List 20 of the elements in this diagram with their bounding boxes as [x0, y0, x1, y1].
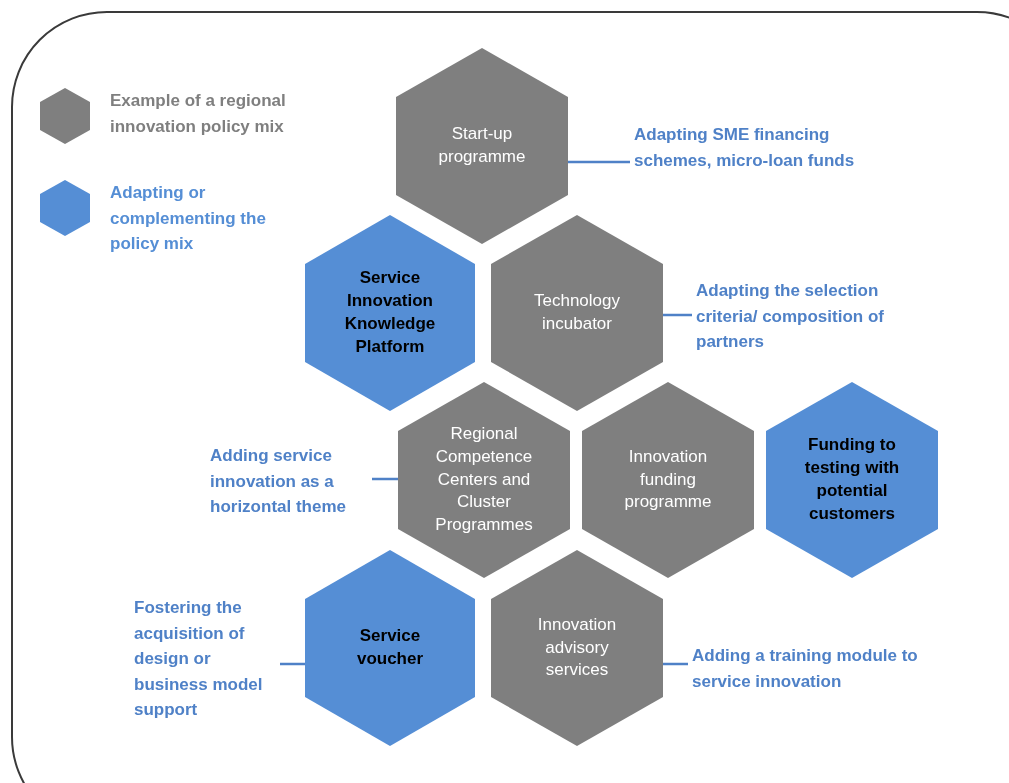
legend-text: Adapting or complementing the policy mix: [110, 182, 267, 255]
leader-line: [663, 662, 688, 666]
legend-text: Example of a regional innovation policy mix: [110, 90, 287, 138]
leader-line: [280, 662, 305, 666]
hexagon-label: Regional Competence Centers and Cluster Programmes: [434, 422, 534, 537]
leader-line: [663, 313, 692, 317]
hexagon-label: Innovation funding programme: [623, 445, 713, 514]
hexagon-label: Funding to testing with potential customers: [803, 434, 901, 525]
annotation-text: Adding a training module to service innovation: [692, 643, 960, 694]
annotation-text: Adding service innovation as a horizontal theme: [210, 443, 368, 520]
hexagon-label: Technology incubator: [533, 290, 621, 335]
annotation-text: Fostering the acquisition of design or business model support: [134, 595, 276, 723]
leader-line: [568, 160, 630, 164]
annotation-text: Adapting SME financing schemes, micro-loan funds: [634, 122, 864, 173]
hexagon-label: Service Innovation Knowledge Platform: [343, 267, 437, 358]
hexagon-label: Innovation advisory services: [536, 613, 618, 682]
hexagon-label: Service voucher: [355, 625, 425, 670]
hexagon-label: Start-up programme: [437, 123, 527, 168]
annotation-text: Adapting the selection criteria/ composition of partners: [696, 278, 926, 355]
leader-line: [372, 477, 398, 481]
